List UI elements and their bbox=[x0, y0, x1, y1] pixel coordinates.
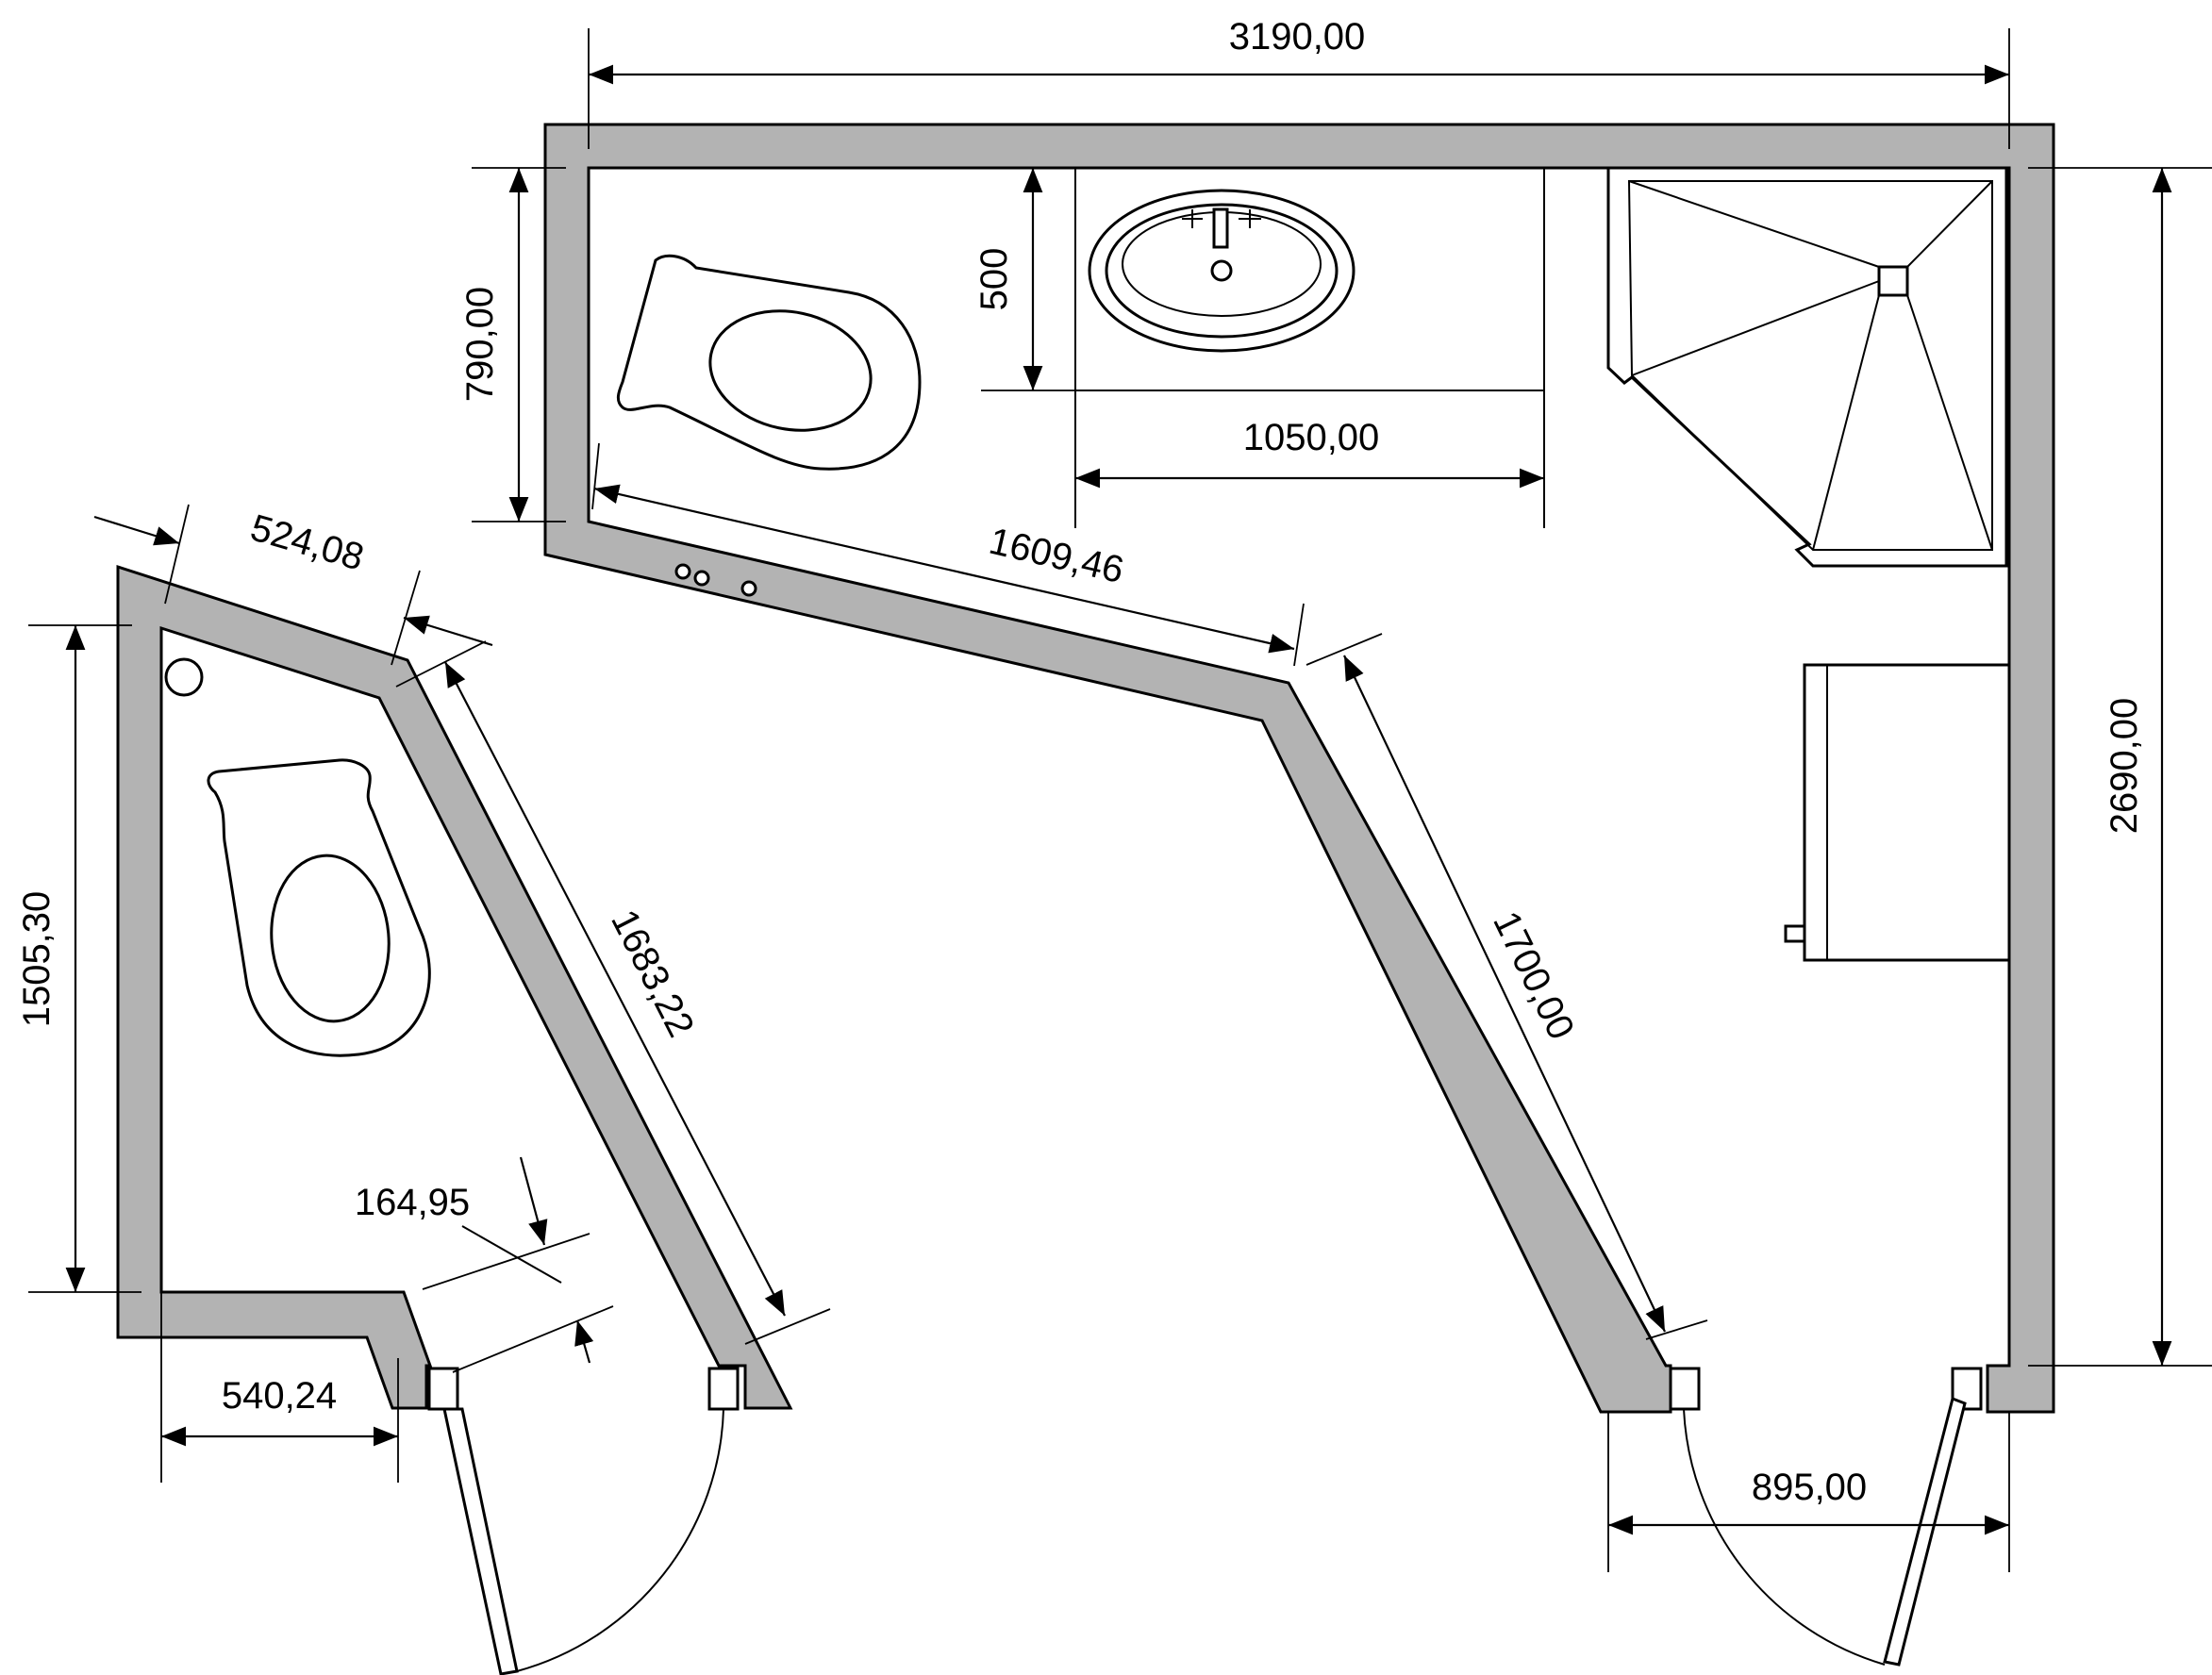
sink-faucet bbox=[1212, 207, 1229, 249]
washing-machine-outlet bbox=[1784, 924, 1806, 943]
dim-diagonal-wall bbox=[593, 484, 1295, 654]
pipe-outlet-2 bbox=[693, 570, 710, 587]
vanity-counter bbox=[1074, 168, 1545, 528]
label-main-door-width: 895,00 bbox=[1752, 1467, 1867, 1508]
small-door[interactable] bbox=[442, 1407, 724, 1675]
shower-slope-1 bbox=[1628, 180, 1880, 268]
dim-164-diag bbox=[461, 1225, 562, 1284]
dimension-lines bbox=[28, 28, 2212, 1572]
ext-1683-top bbox=[395, 640, 487, 688]
pipe-outlet-1 bbox=[674, 563, 691, 580]
main-door[interactable] bbox=[1683, 1396, 1967, 1667]
label-right-slanted-wall: 1700,00 bbox=[1485, 905, 1582, 1046]
ext-1609-left bbox=[591, 442, 600, 510]
ext-524-left bbox=[164, 504, 190, 605]
label-diagonal-wall: 1609,46 bbox=[986, 521, 1128, 591]
ext-1700-bottom bbox=[1645, 1319, 1708, 1340]
label-small-slanted-wall: 1683,22 bbox=[603, 904, 702, 1044]
label-wc-depth: 790,00 bbox=[459, 287, 501, 402]
shower-slope-3 bbox=[1906, 294, 1993, 551]
ext-164-bottom bbox=[452, 1305, 614, 1373]
small-door-right-jamb bbox=[707, 1367, 740, 1411]
shower-slope-5 bbox=[1631, 280, 1880, 376]
sink-drain bbox=[1210, 259, 1233, 282]
toilet-small bbox=[207, 758, 431, 1057]
riser-pipe bbox=[164, 657, 204, 697]
label-sink-depth: 500 bbox=[973, 248, 1015, 311]
main-door-left-jamb bbox=[1669, 1367, 1701, 1411]
label-top-width: 3190,00 bbox=[1229, 16, 1366, 58]
dim-small-wall-thickness-b bbox=[574, 1319, 594, 1364]
dim-right-slanted-wall bbox=[1343, 655, 1666, 1333]
label-small-left-wall: 1505,30 bbox=[16, 891, 58, 1028]
label-right-height: 2690,00 bbox=[2104, 698, 2145, 835]
label-small-top-wall: 524,08 bbox=[246, 506, 369, 578]
ext-1700-top bbox=[1306, 633, 1383, 666]
washing-machine bbox=[1784, 663, 2011, 962]
washing-machine-body bbox=[1803, 663, 2011, 962]
toilet-main bbox=[616, 254, 922, 471]
label-small-wall-thickness: 164,95 bbox=[355, 1182, 470, 1223]
toilet-small-seat bbox=[270, 854, 391, 1023]
dim-small-slanted-wall bbox=[444, 661, 786, 1317]
dim-small-top-wall-a bbox=[93, 515, 180, 546]
main-door-leaf[interactable] bbox=[1883, 1396, 1967, 1667]
toilet-main-seat bbox=[708, 309, 873, 432]
main-door-swing-arc bbox=[1683, 1408, 1886, 1666]
small-door-swing-arc bbox=[516, 1408, 724, 1672]
ext-1683-bottom bbox=[744, 1308, 831, 1345]
pipe-outlet-3 bbox=[740, 580, 757, 597]
ext-164-top bbox=[422, 1233, 590, 1290]
small-wall-outline bbox=[116, 564, 793, 1410]
shower-slope-4 bbox=[1812, 294, 1880, 551]
small-door-left-jamb bbox=[427, 1367, 459, 1411]
dim-small-top-wall-b bbox=[403, 615, 493, 647]
dim-small-wall-thickness-a bbox=[519, 1156, 548, 1246]
shower-drain bbox=[1877, 265, 1909, 297]
label-sink-width: 1050,00 bbox=[1243, 417, 1380, 458]
shower-tray-inner bbox=[1627, 180, 1993, 551]
shower-slope-2 bbox=[1906, 180, 1993, 268]
ext-1609-right bbox=[1293, 603, 1305, 667]
small-door-leaf[interactable] bbox=[442, 1407, 519, 1675]
small-wc-walls bbox=[116, 564, 793, 1411]
shower-tray bbox=[1606, 166, 2008, 568]
label-small-bottom-wall: 540,24 bbox=[222, 1375, 337, 1417]
